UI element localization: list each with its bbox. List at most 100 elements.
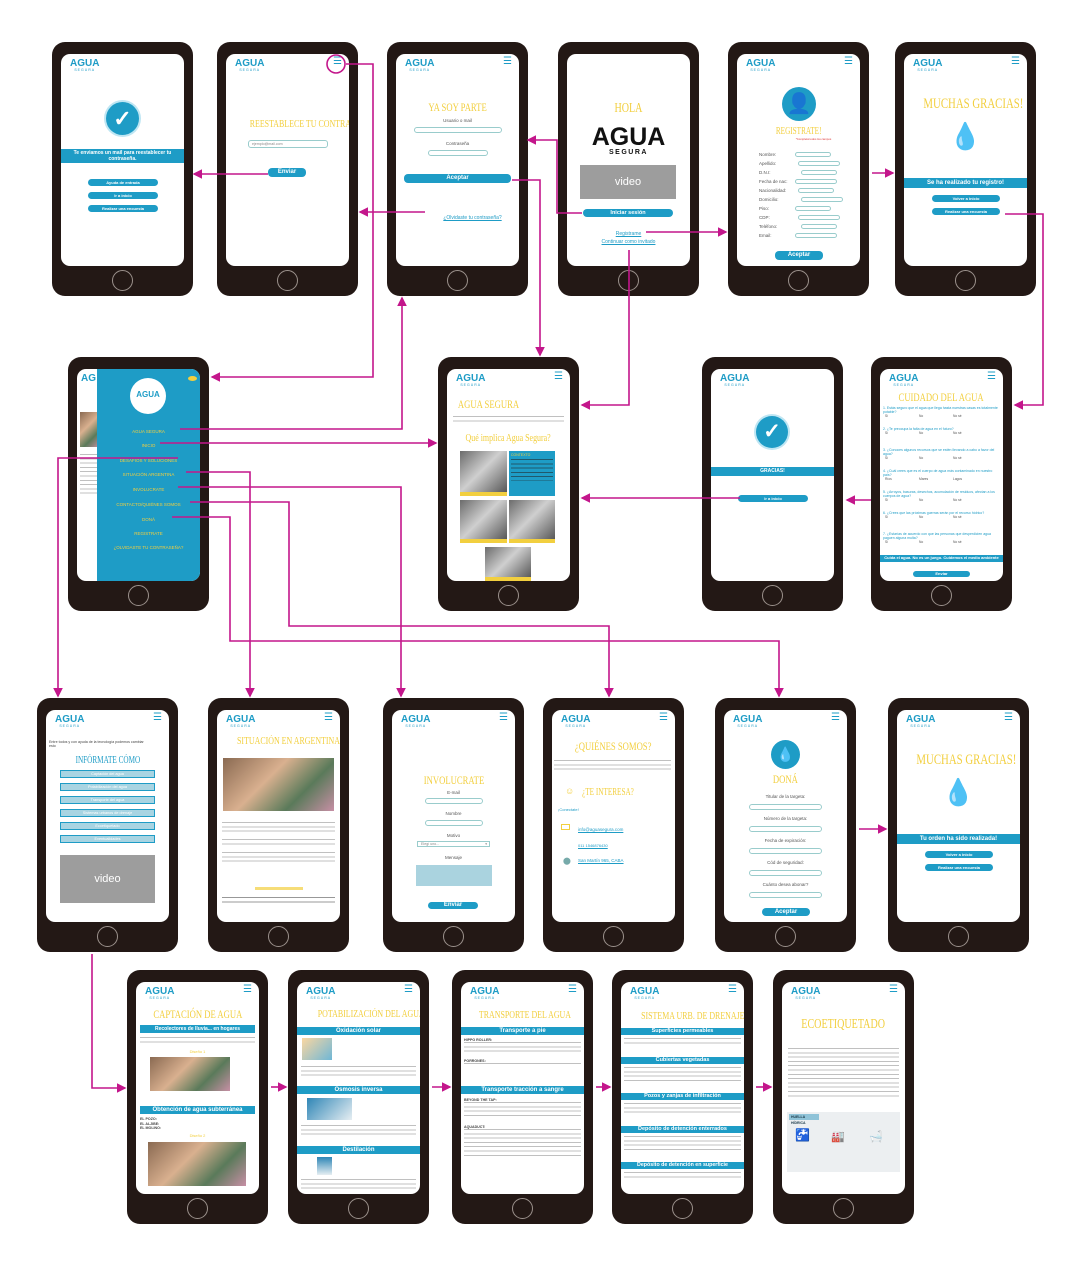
answer-option[interactable]: Lagos <box>953 477 962 481</box>
menu-icon[interactable]: ☰ <box>659 712 668 723</box>
answer-option[interactable]: No sé <box>953 431 962 435</box>
email-input[interactable] <box>425 798 483 804</box>
menu-icon[interactable]: ☰ <box>889 984 898 995</box>
home-button[interactable] <box>97 926 118 947</box>
donate-field-input[interactable] <box>749 870 822 876</box>
accept-button[interactable]: Aceptar <box>775 251 823 260</box>
answer-option[interactable]: No sé <box>953 414 962 418</box>
menu-icon[interactable]: ☰ <box>554 371 563 382</box>
register-field-input[interactable] <box>795 179 837 184</box>
home-button[interactable] <box>931 585 952 606</box>
menu-item[interactable]: INICIO <box>141 443 156 448</box>
answer-option[interactable]: Sí <box>885 498 889 502</box>
register-field-input[interactable] <box>801 224 837 229</box>
register-field-input[interactable] <box>795 206 831 211</box>
email-input[interactable]: ejemplo@mail.com <box>248 140 328 148</box>
donate-field-input[interactable] <box>749 826 822 832</box>
menu-icon[interactable]: ☰ <box>987 371 996 382</box>
topic-button-extra[interactable]: Eventualidades <box>60 835 155 843</box>
guest-link-text[interactable]: Continuar como invitado <box>601 239 656 245</box>
answer-option[interactable]: Mares <box>919 477 929 481</box>
answer-option[interactable]: Sí <box>885 431 889 435</box>
menu-icon[interactable]: ☰ <box>333 56 342 67</box>
video-player[interactable]: video <box>580 165 676 199</box>
phone-link[interactable]: 011 1546876430 <box>578 843 608 848</box>
topic-button-drenaje[interactable]: Sistemas urbanos de drenaje <box>60 809 155 817</box>
home-button[interactable] <box>788 270 809 291</box>
register-field-input[interactable] <box>798 188 834 193</box>
register-link[interactable]: Registrame <box>567 228 690 237</box>
go-home-button[interactable]: Ir a inicio <box>88 192 158 199</box>
accept-button[interactable]: Aceptar <box>762 908 810 916</box>
go-home-button[interactable]: Ir a inicio <box>738 495 808 502</box>
donate-field-input[interactable] <box>749 804 822 810</box>
menu-icon[interactable]: ☰ <box>499 712 508 723</box>
menu-icon[interactable]: ☰ <box>831 712 840 723</box>
send-button[interactable]: Enviar <box>268 168 306 177</box>
send-button[interactable]: Enviar <box>428 902 478 909</box>
menu-icon[interactable]: ☰ <box>153 712 162 723</box>
home-button[interactable] <box>187 1198 208 1219</box>
menu-icon[interactable]: ☰ <box>728 984 737 995</box>
menu-item[interactable]: SITUACIÓN ARGENTINA <box>122 472 175 477</box>
donate-field-input[interactable] <box>749 892 822 898</box>
answer-option[interactable]: Sí <box>885 540 889 544</box>
topic-tile[interactable] <box>460 451 507 496</box>
menu-icon[interactable]: ☰ <box>243 984 252 995</box>
password-input[interactable] <box>428 150 488 156</box>
video-player[interactable]: video <box>60 855 155 903</box>
donate-field-input[interactable] <box>749 848 822 854</box>
answer-option[interactable]: No <box>919 540 924 544</box>
answer-option[interactable]: No <box>919 431 924 435</box>
topic-button-transporte[interactable]: Transporte del agua <box>60 796 155 804</box>
home-button[interactable] <box>512 1198 533 1219</box>
menu-item[interactable]: REGISTRATE <box>134 531 163 536</box>
answer-option[interactable]: No sé <box>953 456 962 460</box>
home-button[interactable] <box>498 585 519 606</box>
register-field-input[interactable] <box>798 161 840 166</box>
menu-item[interactable]: ¿OLVIDASTE TU CONTRASEÑA? <box>113 545 184 550</box>
name-input[interactable] <box>425 820 483 826</box>
user-input[interactable] <box>414 127 502 133</box>
menu-icon[interactable]: ☰ <box>568 984 577 995</box>
message-textarea[interactable] <box>416 865 492 886</box>
guest-link[interactable]: Continuar como invitado <box>567 236 690 245</box>
forgot-password-link[interactable]: ¿Olvidaste tu contraseña? <box>426 206 519 224</box>
reason-select[interactable]: Elegí uno...▾ <box>417 841 490 847</box>
register-field-input[interactable] <box>795 152 831 157</box>
answer-option[interactable]: No sé <box>953 498 962 502</box>
answer-option[interactable]: No <box>919 498 924 502</box>
home-button[interactable] <box>762 585 783 606</box>
menu-item[interactable]: DONÁ <box>141 517 155 522</box>
accept-button[interactable]: Aceptar <box>404 174 511 183</box>
context-card[interactable]: CONTEXTO <box>509 451 555 496</box>
home-button[interactable] <box>833 1198 854 1219</box>
home-button[interactable] <box>618 270 639 291</box>
topic-tile[interactable] <box>485 547 531 581</box>
menu-item[interactable]: CONTACTO/QUIÉNES SOMOS <box>116 502 181 507</box>
home-button[interactable] <box>348 1198 369 1219</box>
survey-button[interactable]: Realizar una encuesta <box>88 205 158 212</box>
home-button[interactable] <box>603 926 624 947</box>
menu-icon[interactable]: ☰ <box>844 56 853 67</box>
survey-button[interactable]: Realizar una encuesta <box>925 864 993 871</box>
survey-button[interactable]: Realizar una encuesta <box>932 208 1000 215</box>
home-button[interactable] <box>955 270 976 291</box>
email-link[interactable]: info@aguasegura.com <box>578 827 624 832</box>
menu-logo[interactable]: AGUA <box>130 378 166 414</box>
